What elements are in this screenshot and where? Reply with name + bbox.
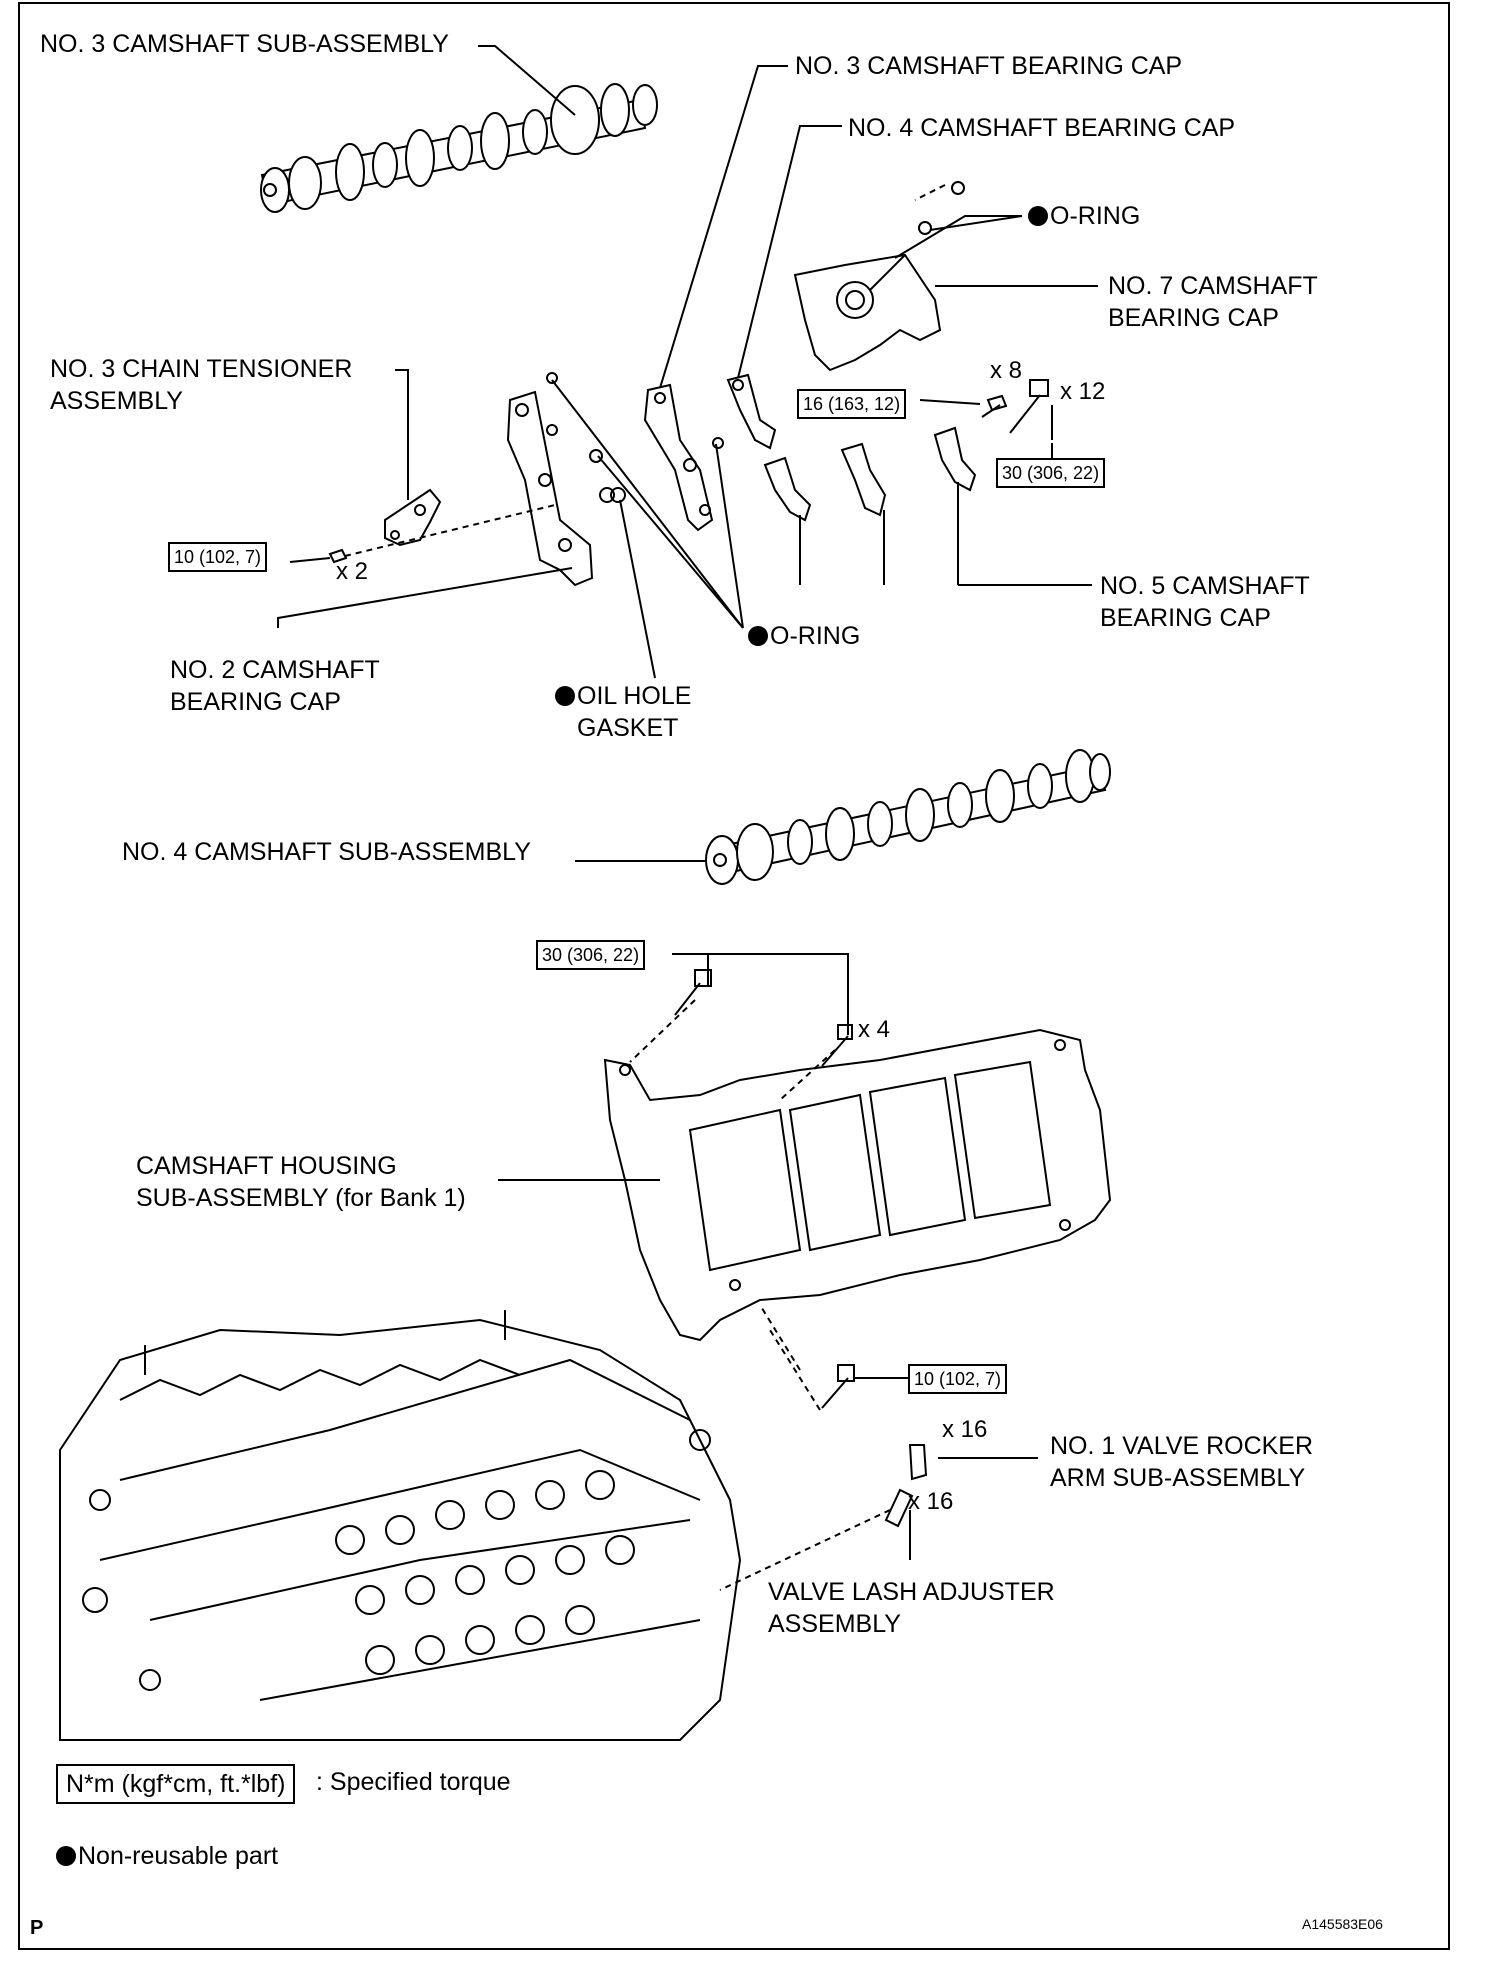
- label-no4-bearing-cap: NO. 4 CAMSHAFT BEARING CAP: [848, 114, 1236, 142]
- torque-box-housing: 30 (306, 22): [536, 940, 646, 970]
- torque-box-30-caps: 30 (306, 22): [996, 458, 1106, 488]
- qty-x2: x 2: [336, 558, 369, 585]
- bolts: [328, 379, 1049, 1528]
- label-no3-bearing-cap: NO. 3 CAMSHAFT BEARING CAP: [795, 52, 1183, 80]
- label-no3-camshaft: NO. 3 CAMSHAFT SUB-ASSEMBLY: [40, 30, 449, 58]
- qty-x12: x 12: [1060, 378, 1106, 405]
- label-camshaft-housing-line2: SUB-ASSEMBLY (for Bank 1): [136, 1184, 466, 1212]
- label-oring-top: O-RING: [1028, 200, 1140, 232]
- label-no5-bearing-cap-line1: NO. 5 CAMSHAFT: [1100, 572, 1310, 600]
- engine-block: [59, 1310, 742, 1741]
- qty-lash-x16: x 16: [908, 1488, 954, 1515]
- bearing-cap-no2: [506, 390, 594, 587]
- label-no7-bearing-cap-line1: NO. 7 CAMSHAFT: [1108, 272, 1318, 300]
- non-reusable-dot-icon: [748, 626, 768, 646]
- label-oil-hole-gasket-line1: OIL HOLE: [555, 680, 691, 712]
- label-no4-camshaft: NO. 4 CAMSHAFT SUB-ASSEMBLY: [122, 838, 531, 866]
- bearing-caps-no5: [763, 426, 977, 522]
- legend-nonreusable: Non-reusable part: [56, 1840, 278, 1872]
- camshaft-no3: [260, 83, 658, 213]
- torque-box-16: 16 (163, 12): [797, 389, 907, 419]
- label-no5-bearing-cap-line2: BEARING CAP: [1100, 604, 1271, 632]
- chain-tensioner: [384, 488, 442, 547]
- non-reusable-dot-icon: [1028, 206, 1048, 226]
- bearing-cap-no3: [643, 383, 714, 532]
- bearing-cap-no7: [793, 253, 942, 372]
- non-reusable-dot-icon: [555, 686, 575, 706]
- label-no2-bearing-cap-line2: BEARING CAP: [170, 688, 341, 716]
- legend-torque-box: N*m (kgf*cm, ft.*lbf): [56, 1764, 296, 1804]
- label-lash-adjuster-line1: VALVE LASH ADJUSTER: [768, 1578, 1055, 1606]
- torque-box-bottom: 10 (102, 7): [908, 1364, 1008, 1394]
- oring-middle-text: O-RING: [770, 622, 861, 650]
- bearing-cap-no4: [726, 373, 777, 450]
- legend-nonreusable-text: Non-reusable part: [78, 1842, 279, 1870]
- qty-x8: x 8: [990, 357, 1023, 384]
- torque-box-tensioner: 10 (102, 7): [168, 542, 268, 572]
- non-reusable-dot-icon: [56, 1846, 76, 1866]
- alignment-dashes: [344, 184, 946, 1591]
- label-rocker-arm-line1: NO. 1 VALVE ROCKER: [1050, 1432, 1314, 1460]
- oring-top-text: O-RING: [1050, 202, 1141, 230]
- o-rings: [546, 181, 965, 503]
- label-oring-middle: O-RING: [748, 620, 860, 652]
- qty-rocker-x16: x 16: [942, 1416, 988, 1443]
- oil-hole-text: OIL HOLE: [577, 682, 692, 710]
- label-rocker-arm-line2: ARM SUB-ASSEMBLY: [1050, 1464, 1306, 1492]
- qty-x4: x 4: [858, 1016, 891, 1043]
- label-chain-tensioner-line2: ASSEMBLY: [50, 387, 183, 415]
- leader-lines: [277, 45, 1098, 1560]
- legend-torque-text: : Specified torque: [316, 1768, 511, 1796]
- camshaft-no4: [705, 749, 1111, 885]
- corner-letter: P: [30, 1917, 44, 1939]
- figure-id: A145583E06: [1302, 1916, 1383, 1932]
- label-camshaft-housing-line1: CAMSHAFT HOUSING: [136, 1152, 397, 1180]
- diagram-frame: [18, 2, 1450, 1950]
- label-no7-bearing-cap-line2: BEARING CAP: [1108, 304, 1279, 332]
- camshaft-housing: [603, 1028, 1112, 1342]
- label-no2-bearing-cap-line1: NO. 2 CAMSHAFT: [170, 656, 380, 684]
- label-chain-tensioner-line1: NO. 3 CHAIN TENSIONER: [50, 355, 353, 383]
- label-oil-hole-gasket-line2: GASKET: [577, 714, 679, 742]
- label-lash-adjuster-line2: ASSEMBLY: [768, 1610, 901, 1638]
